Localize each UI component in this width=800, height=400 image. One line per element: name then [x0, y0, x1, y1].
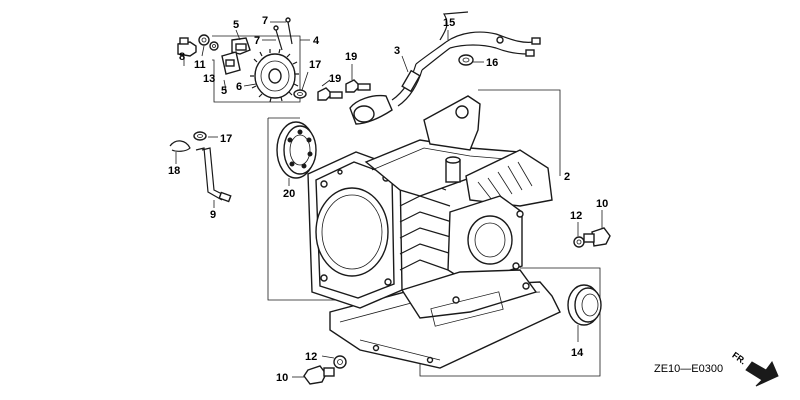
callout-4: 4	[313, 35, 320, 47]
drain-bolt-right	[573, 210, 611, 248]
front-direction-arrow: FR.	[730, 350, 779, 387]
bolt-8	[177, 37, 197, 66]
callout-16: 16	[486, 57, 498, 69]
washer-17-gear	[293, 71, 309, 99]
callout-14: 14	[571, 347, 584, 359]
callout-19-upper: 19	[345, 51, 357, 63]
oil-seal-14	[567, 284, 602, 342]
callout-13: 13	[203, 73, 215, 85]
governor-group-frame	[212, 35, 310, 103]
callout-17-gear: 17	[309, 59, 321, 71]
governor-gear-6	[243, 48, 299, 103]
direction-label: FR.	[730, 350, 748, 367]
grommet-16	[458, 54, 484, 66]
callout-7-mid: 7	[254, 35, 260, 47]
governor-slider-5	[231, 29, 251, 55]
callout-20: 20	[283, 188, 295, 200]
washer-17-arm	[193, 131, 218, 141]
callout-15: 15	[443, 17, 455, 29]
callout-19-lower: 19	[329, 73, 341, 85]
callout-labels: 8 11 13 5 5 7 7 4 6 17 19 19 3 15 16 17 …	[168, 15, 608, 384]
callout-10-right: 10	[596, 198, 608, 210]
callout-5-bottom: 5	[221, 85, 227, 97]
callout-2: 2	[564, 171, 570, 183]
drain-bolt-bottom	[292, 355, 347, 385]
callout-7-top: 7	[262, 15, 268, 27]
callout-5-top: 5	[233, 19, 239, 31]
callout-12-bottom: 12	[305, 351, 317, 363]
oil-alert-switch-3	[349, 41, 451, 125]
callout-11: 11	[194, 59, 206, 71]
washer-11	[198, 34, 219, 57]
governor-arm-9	[195, 147, 232, 208]
clip-18	[169, 140, 191, 164]
callout-9: 9	[210, 209, 216, 221]
pins-7	[262, 17, 293, 51]
callout-18: 18	[168, 165, 180, 177]
callout-8: 8	[179, 51, 185, 63]
diagram-code: ZE10—E0300	[654, 363, 723, 375]
callout-17-arm: 17	[220, 133, 232, 145]
governor-holder-13	[221, 51, 241, 91]
wire-harness-15	[439, 11, 541, 57]
callout-12-right: 12	[570, 210, 582, 222]
crankcase-body	[307, 95, 561, 369]
crankcase-group-frame	[267, 89, 601, 377]
bolt-19-lower	[317, 79, 343, 101]
bolt-19-upper	[345, 64, 371, 93]
ball-bearing-20	[276, 121, 317, 186]
callout-10-bottom: 10	[276, 372, 288, 384]
callout-3: 3	[394, 45, 400, 57]
callout-6: 6	[236, 81, 242, 93]
